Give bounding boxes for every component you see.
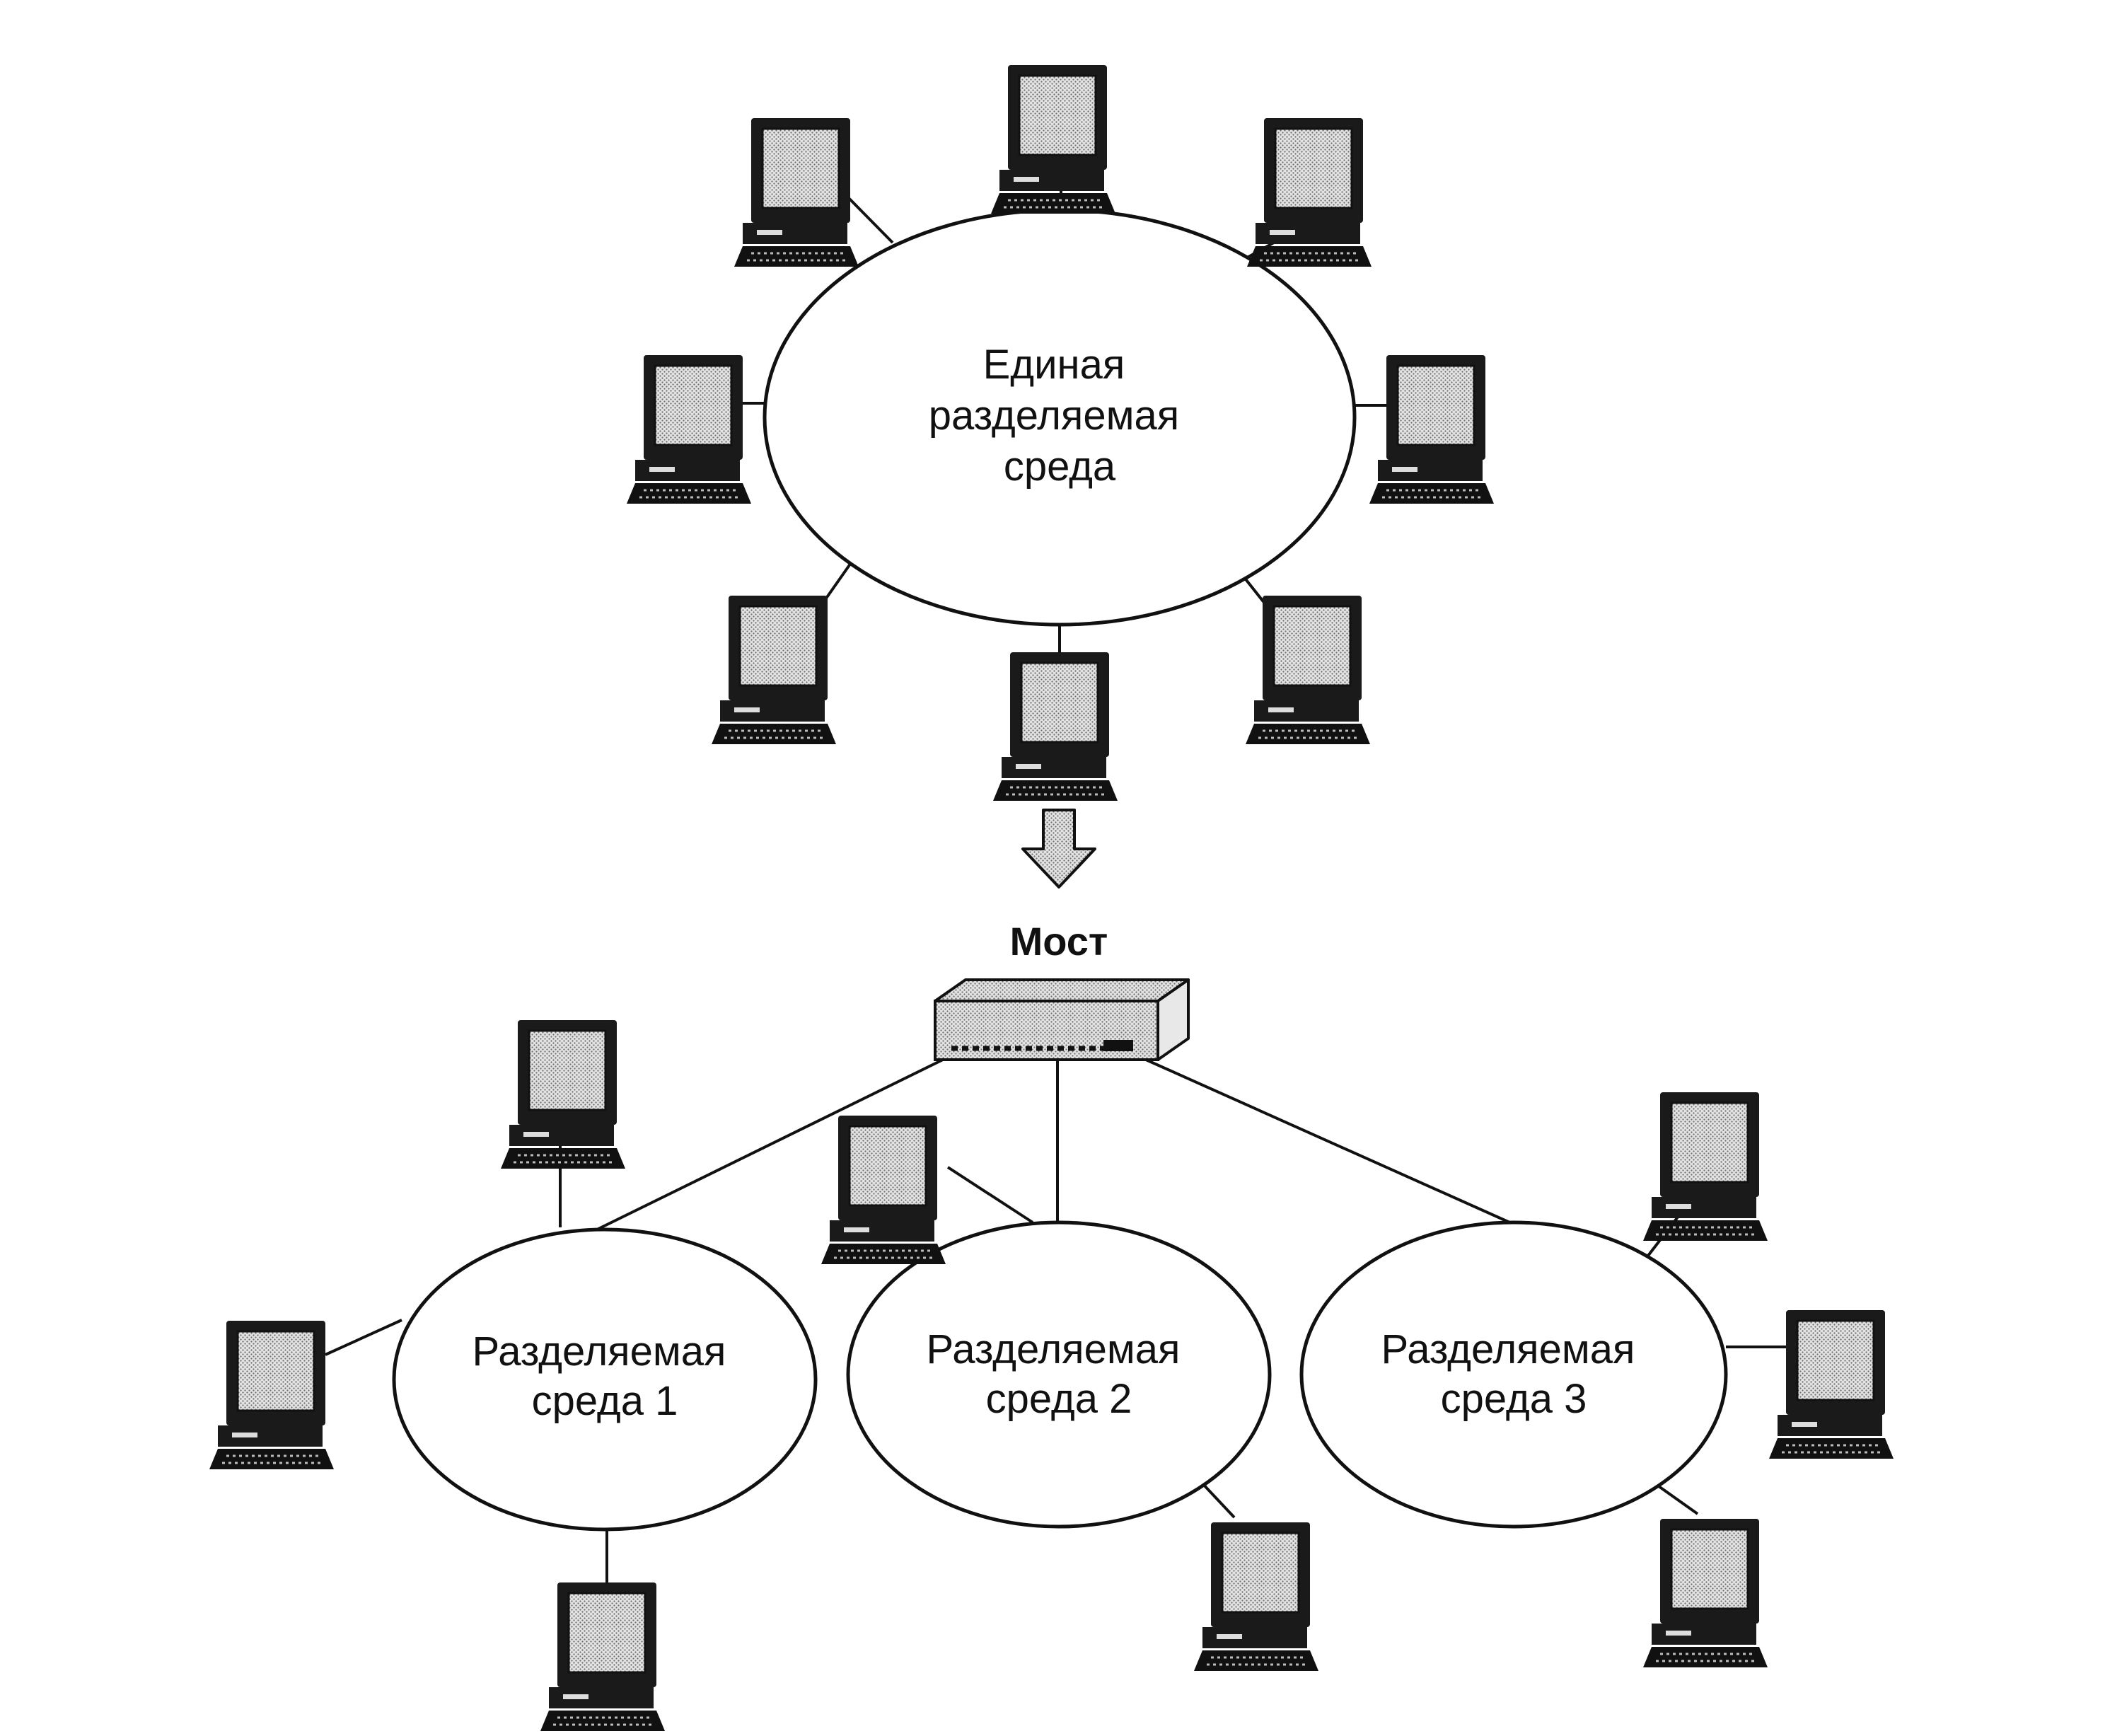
workstation-icon — [820, 1114, 947, 1266]
segment-1-line-2: среда 1 — [532, 1378, 678, 1424]
link-bridge-seg3 — [1145, 1058, 1521, 1229]
workstation-icon — [710, 594, 837, 746]
down-arrow-icon — [1021, 809, 1096, 889]
segment-3-ellipse — [1299, 1220, 1728, 1529]
workstation-icon — [208, 1319, 335, 1471]
workstation-icon — [1244, 594, 1372, 746]
top-network: Единая разделяемая среда — [625, 64, 1495, 802]
segment-3-line-2: среда 3 — [1441, 1376, 1587, 1422]
segment-3-line-1: Разделяемая — [1381, 1326, 1635, 1372]
segment-1-ellipse — [392, 1227, 818, 1532]
workstation-icon — [733, 117, 860, 268]
workstation-icon — [1642, 1517, 1769, 1669]
segment-2-ellipse — [846, 1220, 1272, 1529]
workstation-icon — [1768, 1309, 1895, 1460]
link-seg2-left — [946, 1166, 1034, 1224]
link-seg2-bottom — [1200, 1481, 1236, 1519]
bottom-network: Разделяемая среда 1 Разделяемая среда 2 … — [208, 1019, 1895, 1732]
link-seg3-bottom — [1652, 1481, 1699, 1515]
workstation-icon — [1368, 354, 1495, 505]
shared-medium-line-3: среда — [1004, 444, 1116, 490]
workstation-icon — [539, 1581, 666, 1732]
link-top-1 — [845, 194, 894, 244]
segment-2-line-1: Разделяемая — [926, 1326, 1180, 1372]
workstation-icon — [499, 1019, 627, 1170]
workstation-icon — [992, 651, 1119, 802]
segment-1-line-1: Разделяемая — [472, 1329, 726, 1375]
segment-1-label: Разделяемая среда 1 — [472, 1329, 737, 1424]
shared-medium-line-1: Единая — [983, 342, 1125, 388]
segment-2-line-2: среда 2 — [986, 1376, 1132, 1422]
workstation-icon — [625, 354, 753, 505]
link-seg1-left — [325, 1319, 402, 1356]
shared-medium-label: Единая разделяемая среда — [929, 342, 1191, 490]
workstation-icon — [1193, 1521, 1320, 1672]
bridge-icon — [934, 978, 1190, 1061]
shared-medium-line-2: разделяемая — [929, 393, 1179, 439]
workstation-icon — [1246, 117, 1373, 268]
link-bridge-seg1 — [593, 1058, 945, 1232]
segment-2-label: Разделяемая среда 2 — [926, 1326, 1191, 1422]
workstation-icon — [1642, 1091, 1769, 1242]
link-top-6 — [823, 560, 854, 603]
workstation-icon — [990, 64, 1117, 215]
bridge-label: Мост — [1010, 919, 1108, 964]
segment-3-label: Разделяемая среда 3 — [1381, 1326, 1646, 1422]
